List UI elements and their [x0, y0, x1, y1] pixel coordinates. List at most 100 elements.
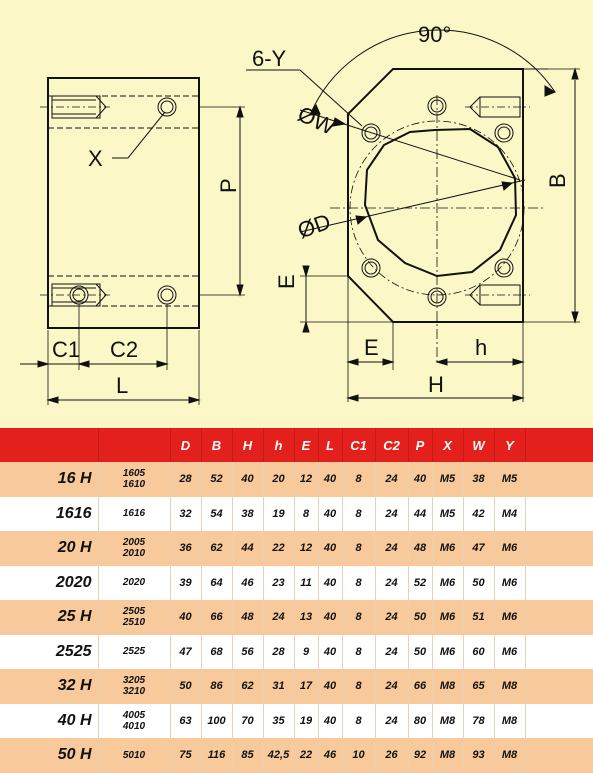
code-line: 1616 [122, 508, 146, 520]
value-cell: M6 [432, 600, 464, 635]
column-header [0, 428, 99, 462]
value-cell: M5 [432, 462, 464, 497]
value-cell: 78 [463, 703, 495, 738]
value-cell: 93 [463, 738, 495, 773]
column-header: Y [494, 428, 526, 462]
value-cell: 70 [232, 703, 264, 738]
value-cell: 24 [375, 600, 409, 635]
value-cell: 56 [232, 634, 264, 669]
value-cell: 38 [463, 462, 495, 497]
code-line: 1610 [122, 479, 146, 491]
label-e-vertical: E [274, 274, 299, 289]
model-cell: 16 H [0, 462, 99, 497]
value-cell: 54 [201, 496, 233, 531]
value-cell: 63 [170, 703, 202, 738]
value-cell: 46 [318, 738, 343, 773]
value-cell: M6 [494, 634, 526, 669]
value-cell: 40 [318, 531, 343, 566]
empty-cell [525, 531, 593, 566]
code-line: 3210 [122, 686, 146, 698]
column-header: L [318, 428, 343, 462]
code-cell: 1616 [98, 496, 171, 531]
value-cell: 24 [375, 462, 409, 497]
column-header: W [463, 428, 495, 462]
model-cell: 2525 [0, 634, 99, 669]
value-cell: 24 [375, 634, 409, 669]
column-header: h [263, 428, 295, 462]
value-cell: 85 [232, 738, 264, 773]
value-cell: 86 [201, 669, 233, 704]
value-cell: 75 [170, 738, 202, 773]
value-cell: 42,5 [263, 738, 295, 773]
label-x: X [88, 146, 103, 171]
technical-drawing: 90° 6-Y ØW X ØD P B E C1 C2 L E h H [20, 22, 580, 405]
value-cell: M8 [432, 738, 464, 773]
label-p: P [216, 178, 241, 193]
value-cell: 65 [463, 669, 495, 704]
value-cell: 24 [375, 565, 409, 600]
model-cell: 20 H [0, 531, 99, 566]
code-line: 4010 [122, 720, 146, 732]
value-cell: 62 [232, 669, 264, 704]
value-cell: 13 [294, 600, 319, 635]
value-cell: 51 [463, 600, 495, 635]
value-cell: 17 [294, 669, 319, 704]
value-cell: 40 [318, 703, 343, 738]
value-cell: 28 [170, 462, 202, 497]
column-header: C1 [342, 428, 376, 462]
value-cell: 19 [263, 496, 295, 531]
value-cell: 50 [408, 634, 433, 669]
value-cell: 80 [408, 703, 433, 738]
column-header: E [294, 428, 319, 462]
model-cell: 40 H [0, 703, 99, 738]
code-line: 2525 [122, 646, 146, 658]
value-cell: 52 [201, 462, 233, 497]
value-cell: M6 [432, 531, 464, 566]
value-cell: 12 [294, 531, 319, 566]
value-cell: 24 [375, 496, 409, 531]
value-cell: 23 [263, 565, 295, 600]
label-h-small: h [475, 335, 487, 360]
value-cell: 35 [263, 703, 295, 738]
model-cell: 1616 [0, 496, 99, 531]
value-cell: 8 [294, 496, 319, 531]
code-line: 2510 [122, 617, 146, 629]
empty-cell [525, 462, 593, 497]
label-angle: 90° [418, 22, 451, 47]
value-cell: M4 [494, 496, 526, 531]
value-cell: 40 [318, 600, 343, 635]
value-cell: 11 [294, 565, 319, 600]
value-cell: 40 [318, 462, 343, 497]
value-cell: 8 [342, 496, 376, 531]
value-cell: 92 [408, 738, 433, 773]
code-line: 5010 [122, 749, 146, 761]
value-cell: 50 [463, 565, 495, 600]
value-cell: 68 [201, 634, 233, 669]
model-cell: 32 H [0, 669, 99, 704]
code-line: 4005 [122, 709, 146, 721]
value-cell: 8 [342, 462, 376, 497]
label-e-horizontal: E [364, 335, 379, 360]
label-l: L [116, 373, 128, 398]
value-cell: 47 [463, 531, 495, 566]
column-header: H [232, 428, 264, 462]
value-cell: 44 [408, 496, 433, 531]
label-holes: 6-Y [252, 46, 287, 71]
value-cell: 64 [201, 565, 233, 600]
value-cell: 36 [170, 531, 202, 566]
value-cell: 10 [342, 738, 376, 773]
code-cell: 2020 [98, 565, 171, 600]
column-header: P [408, 428, 433, 462]
code-line: 3205 [122, 675, 146, 687]
value-cell: 40 [170, 600, 202, 635]
empty-cell [525, 600, 593, 635]
